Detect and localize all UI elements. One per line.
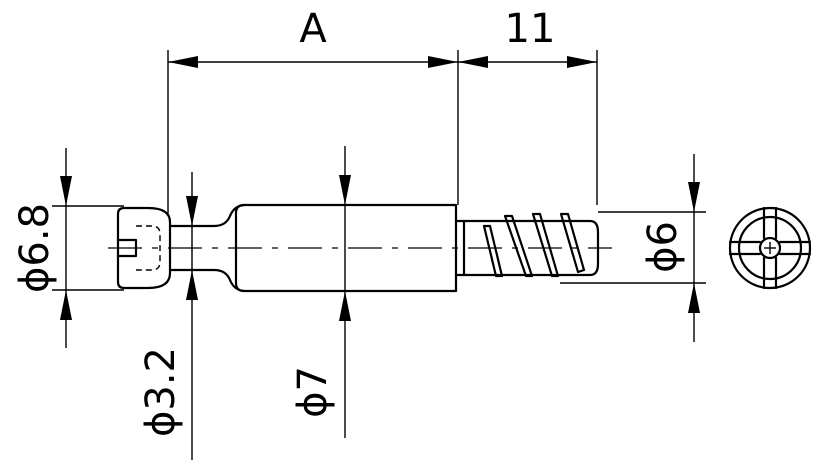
- extension-lines: [52, 50, 706, 291]
- dim-label-thread-diameter: ϕ6: [640, 221, 686, 273]
- end-outer-circle: [728, 206, 812, 290]
- dimension-neck-diameter: ϕ3.2: [138, 172, 198, 460]
- end-hole: [758, 236, 782, 260]
- dim-label-11: 11: [505, 6, 556, 52]
- head-hidden-recess: [136, 225, 161, 271]
- dowel-head: [116, 206, 172, 290]
- dimension-11: 11: [458, 6, 597, 68]
- dimension-a: A: [168, 6, 458, 68]
- dowel-end-view: [728, 206, 812, 290]
- dim-label-head-diameter: ϕ6.8: [12, 203, 58, 293]
- dim-label-body-diameter: ϕ7: [290, 366, 336, 418]
- dim-label-a: A: [299, 6, 327, 52]
- dimension-thread-diameter: ϕ6: [640, 154, 700, 342]
- dimension-head-diameter: ϕ6.8: [12, 148, 72, 348]
- dowel-side-view: [108, 203, 612, 293]
- end-cross-slot: [728, 206, 812, 290]
- dimension-body-diameter: ϕ7: [290, 146, 351, 438]
- thread-flights: [482, 212, 586, 278]
- end-inner-circle: [737, 215, 803, 281]
- dim-label-neck-diameter: ϕ3.2: [138, 347, 184, 437]
